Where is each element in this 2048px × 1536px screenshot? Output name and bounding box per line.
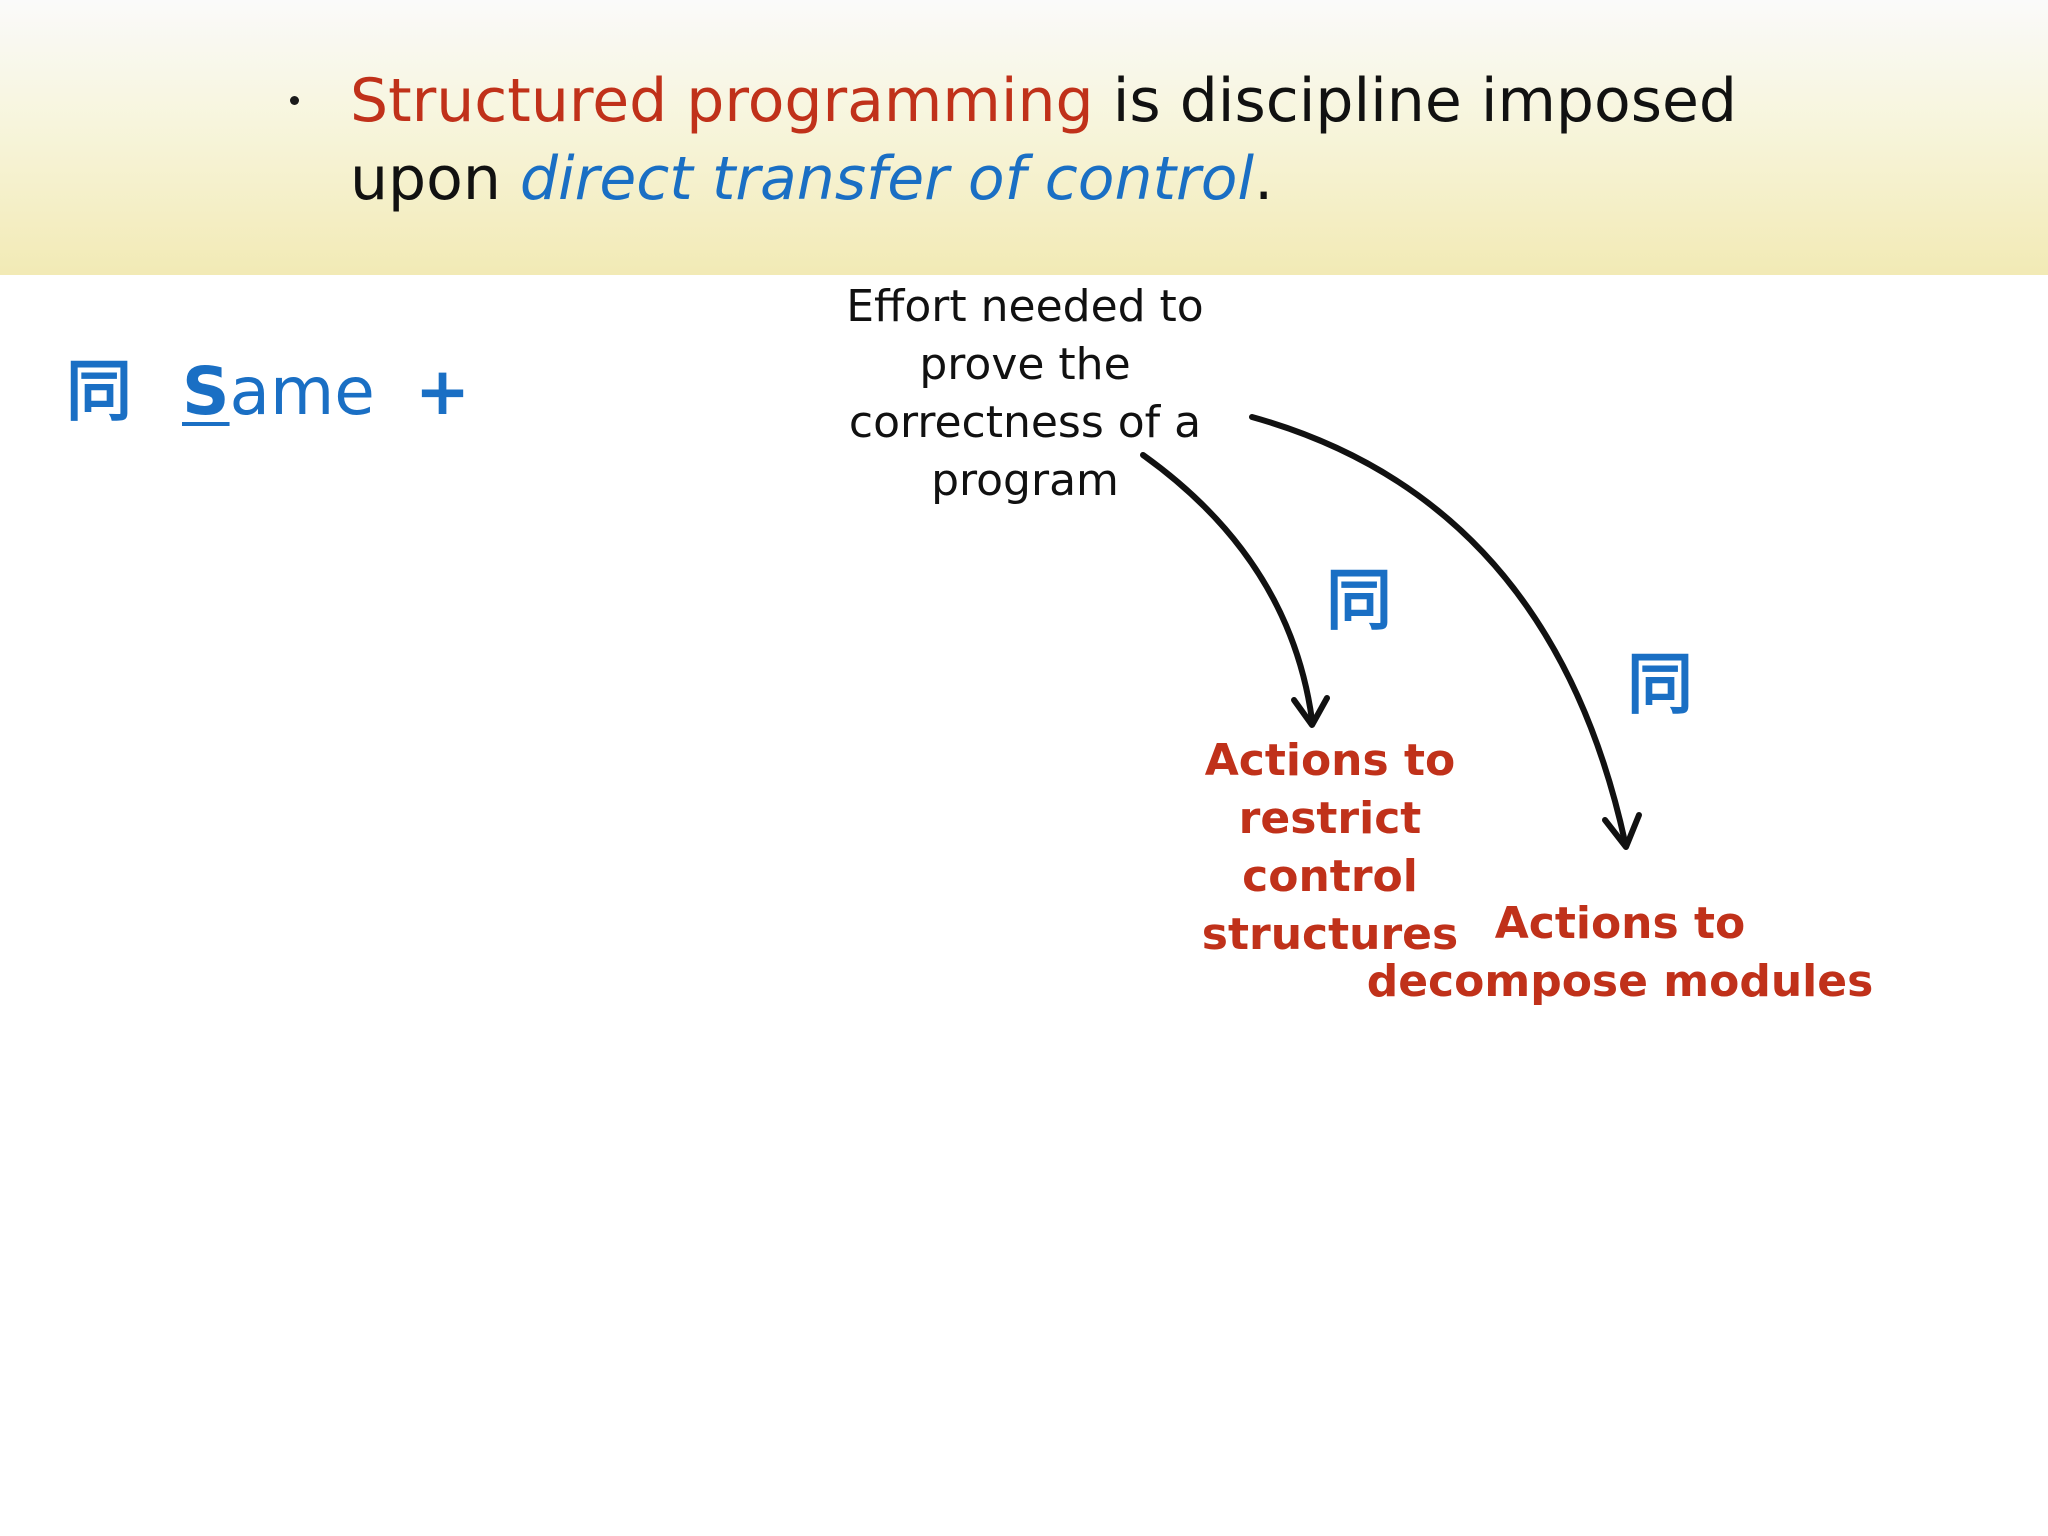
- arrow-head-decompose-modules: [1602, 812, 1642, 850]
- same-first-letter: S: [182, 353, 230, 430]
- action-restrict-control-label: Actions to restrict control structures: [1201, 735, 1459, 960]
- term-structured-programming: Structured programming: [350, 66, 1094, 136]
- same-row: 同 Same +: [66, 352, 470, 432]
- action-decompose-modules-label: Actions to decompose modules: [1366, 898, 1874, 1007]
- effort-label: Effort needed to prove the correctness o…: [846, 281, 1204, 506]
- term-direct-transfer: direct transfer of control: [519, 144, 1255, 214]
- bullet-text-plain-2: upon: [350, 144, 520, 214]
- arrow-to-decompose-modules: [1249, 414, 1628, 845]
- header-band: [0, 0, 2048, 275]
- bullet-dot: [290, 96, 299, 105]
- arrow-to-restrict-control: [1140, 452, 1315, 723]
- bullet-text-end: .: [1254, 144, 1274, 214]
- tong-character-icon: 同: [66, 353, 132, 430]
- tong-character-icon-arrow-1: 同: [1326, 562, 1392, 639]
- same-rest: ame: [229, 353, 375, 430]
- same-word: Same: [182, 352, 375, 432]
- tong-character-icon-arrow-2: 同: [1627, 646, 1693, 723]
- bullet-text-plain-1: is discipline imposed: [1093, 66, 1737, 136]
- arrow-head-restrict-control: [1291, 695, 1330, 728]
- plus-icon: +: [414, 353, 471, 430]
- bullet-text: Structured programming is discipline imp…: [350, 62, 1800, 218]
